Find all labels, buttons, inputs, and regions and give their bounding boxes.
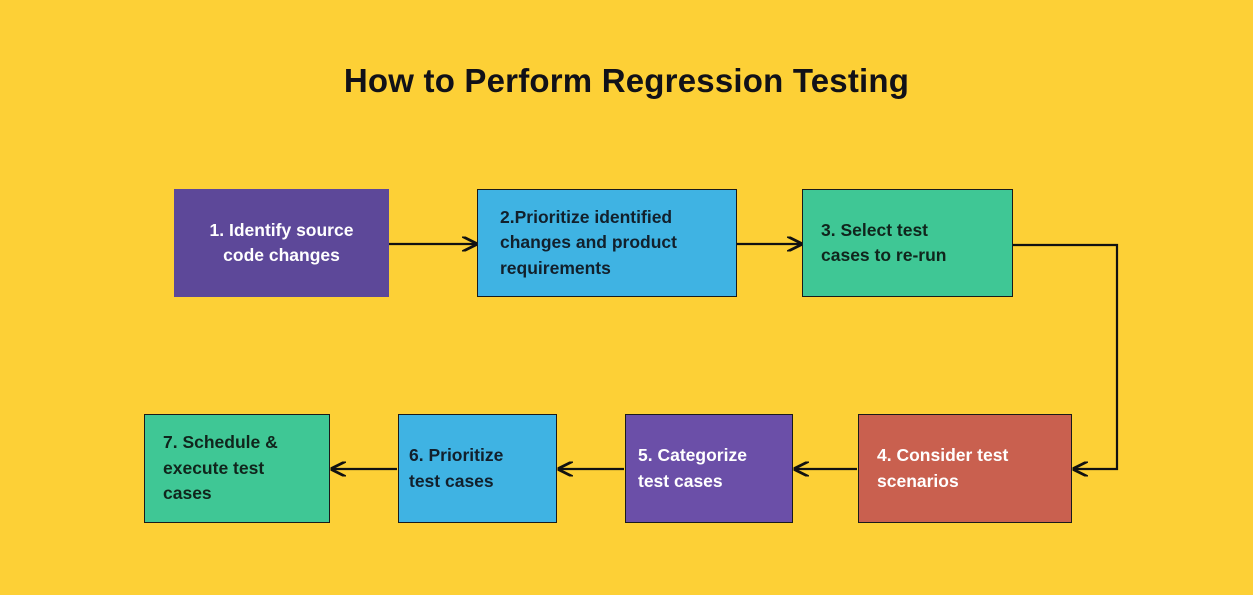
page-title: How to Perform Regression Testing xyxy=(343,62,910,99)
flow-step-1[interactable]: 1. Identify source code changes xyxy=(174,189,389,297)
flow-step-3[interactable]: 3. Select test cases to re-run xyxy=(802,189,1013,297)
flow-step-2-label: 2.Prioritize identified changes and prod… xyxy=(500,206,677,278)
flow-step-4-label: 4. Consider test scenarios xyxy=(877,445,1009,491)
flow-step-6[interactable]: 6. Prioritize test cases xyxy=(398,414,557,523)
flow-step-5[interactable]: 5. Categorize test cases xyxy=(625,414,793,523)
flow-step-5-label: 5. Categorize test cases xyxy=(638,445,747,491)
flow-step-3-label: 3. Select test cases to re-run xyxy=(821,219,947,265)
flow-step-7-label: 7. Schedule & execute test cases xyxy=(163,432,278,504)
flow-step-1-label: 1. Identify source code changes xyxy=(209,219,354,265)
flow-step-2[interactable]: 2.Prioritize identified changes and prod… xyxy=(477,189,737,297)
flow-step-4[interactable]: 4. Consider test scenarios xyxy=(858,414,1072,523)
flow-step-6-label: 6. Prioritize test cases xyxy=(409,445,504,491)
flow-step-7[interactable]: 7. Schedule & execute test cases xyxy=(144,414,330,523)
